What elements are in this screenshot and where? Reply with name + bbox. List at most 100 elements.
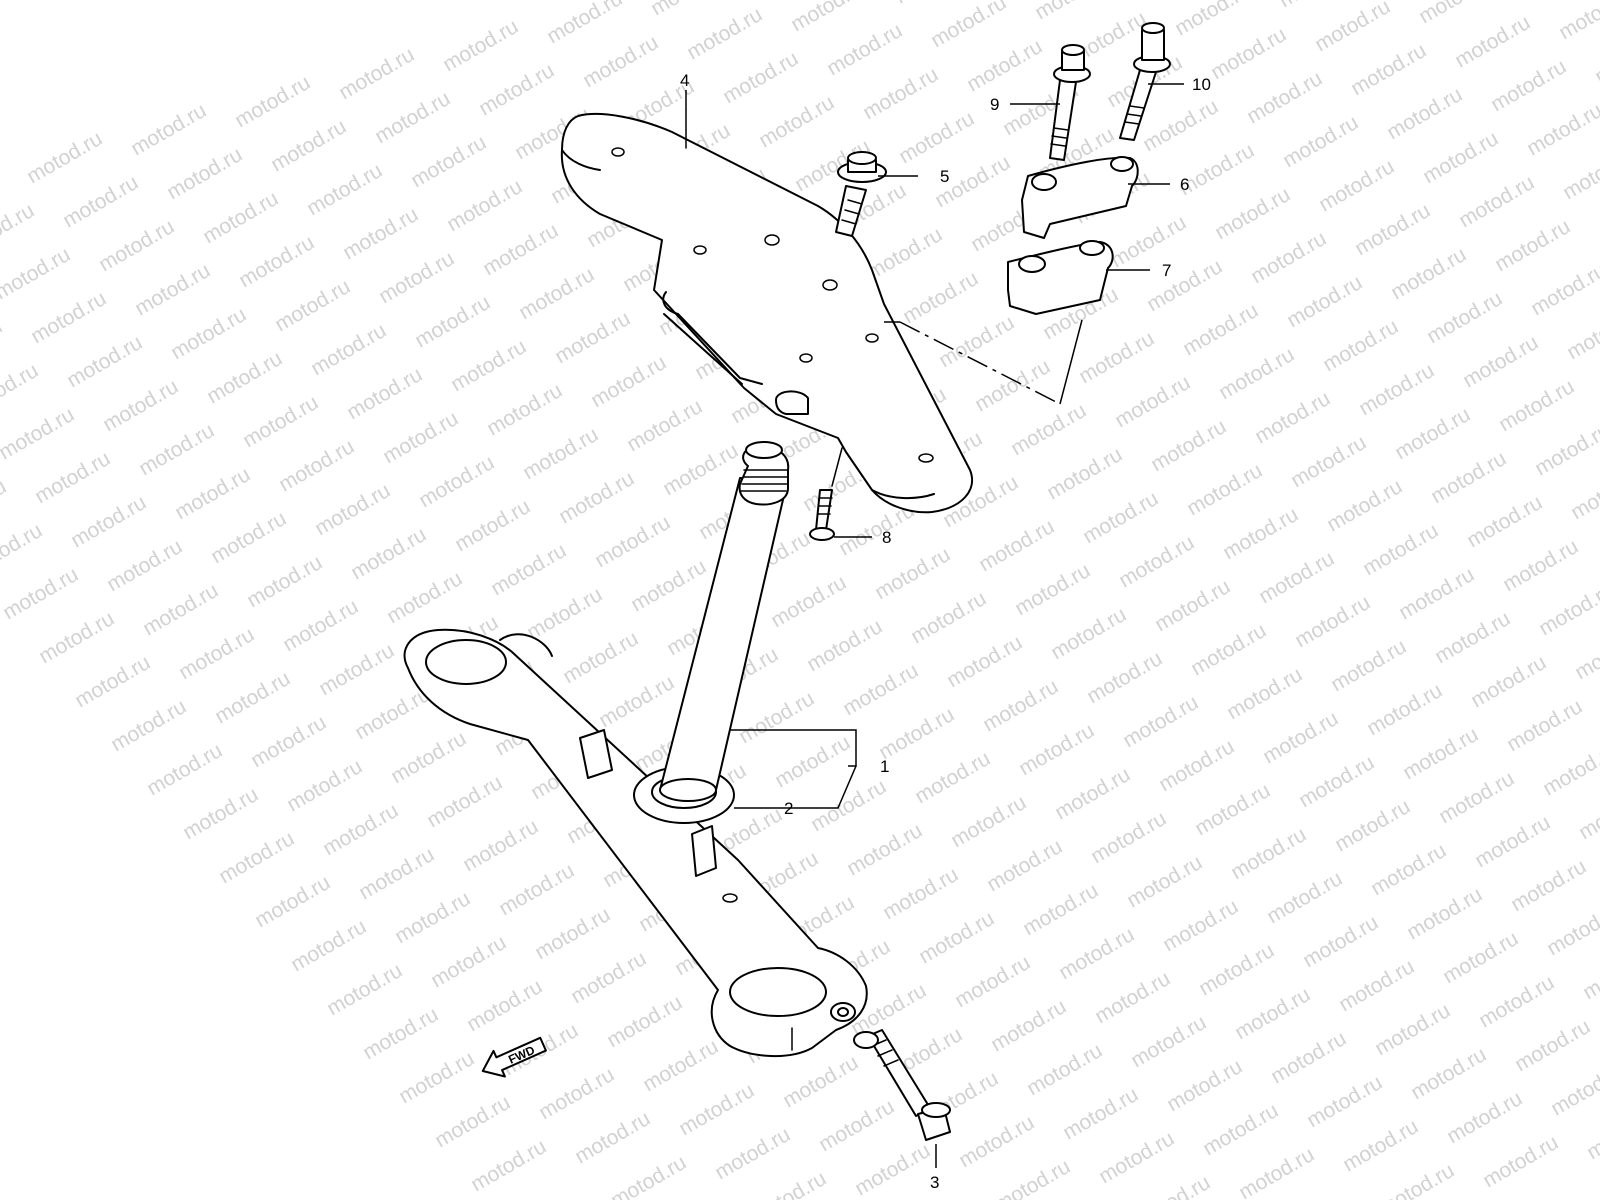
watermark-text: motod.ru: [1439, 927, 1522, 988]
forward-arrow-icon: [481, 1036, 547, 1078]
watermark-text: motod.ru: [1275, 0, 1358, 12]
watermark-text: motod.ru: [1199, 1099, 1282, 1160]
watermark-text: motod.ru: [287, 915, 370, 976]
bolt-10: [1119, 22, 1171, 141]
watermark-text: motod.ru: [747, 1167, 830, 1200]
watermark-text: motod.ru: [1455, 171, 1538, 232]
watermark-text: motod.ru: [0, 199, 38, 260]
watermark-text: motod.ru: [1487, 55, 1570, 116]
watermark-text: motod.ru: [1243, 67, 1326, 128]
watermark-text: motod.ru: [535, 1063, 618, 1124]
watermark-text: motod.ru: [215, 827, 298, 888]
watermark-text: motod.ru: [915, 907, 998, 968]
watermark-text: motod.ru: [407, 131, 490, 192]
watermark-text: motod.ru: [1399, 723, 1482, 784]
watermark-text: motod.ru: [1331, 795, 1414, 856]
watermark-text: motod.ru: [551, 307, 634, 368]
watermark-text: motod.ru: [375, 247, 458, 308]
watermark-text: motod.ru: [1023, 1039, 1106, 1100]
watermark-text: motod.ru: [1591, 27, 1600, 88]
watermark-text: motod.ru: [0, 403, 78, 464]
watermark-text: motod.ru: [1571, 623, 1600, 684]
watermark-text: motod.ru: [1123, 851, 1206, 912]
watermark-text: motod.ru: [1267, 1027, 1350, 1088]
watermark-text: motod.ru: [955, 1111, 1038, 1172]
watermark-text: motod.ru: [1211, 183, 1294, 244]
watermark-text: motod.ru: [1359, 519, 1442, 580]
watermark-text: motod.ru: [359, 1003, 442, 1064]
watermark-text: motod.ru: [947, 791, 1030, 852]
watermark-text: motod.ru: [1151, 575, 1234, 636]
watermark-text: motod.ru: [895, 107, 978, 168]
watermark-text: motod.ru: [1475, 971, 1558, 1032]
watermark-text: motod.ru: [1143, 255, 1226, 316]
watermark-text: motod.ru: [1395, 563, 1478, 624]
watermark-text: motod.ru: [71, 651, 154, 712]
watermark-text: motod.ru: [1535, 579, 1600, 640]
watermark-text: motod.ru: [203, 347, 286, 408]
watermark-text: motod.ru: [1119, 691, 1202, 752]
watermark-text: motod.ru: [431, 1091, 514, 1152]
watermark-text: motod.ru: [487, 539, 570, 600]
watermark-text: motod.ru: [1279, 111, 1362, 172]
watermark-text: motod.ru: [1295, 751, 1378, 812]
watermark-text: motod.ru: [135, 419, 218, 480]
watermark-text: motod.ru: [99, 375, 182, 436]
watermark-text: motod.ru: [803, 615, 886, 676]
watermark-text: motod.ru: [1179, 299, 1262, 360]
callout-7: 7: [1162, 261, 1171, 280]
watermark-text: motod.ru: [1555, 0, 1600, 44]
watermark-text: motod.ru: [1351, 199, 1434, 260]
watermark-text: motod.ru: [1299, 911, 1382, 972]
watermark-text: motod.ru: [871, 543, 954, 604]
watermark-text: motod.ru: [1019, 879, 1102, 940]
watermark-text: motod.ru: [1507, 855, 1590, 916]
watermark-text: motod.ru: [463, 975, 546, 1036]
watermark-text: motod.ru: [839, 659, 922, 720]
watermark-text: motod.ru: [1347, 39, 1430, 100]
watermark-text: motod.ru: [315, 639, 398, 700]
watermark-text: motod.ru: [875, 703, 958, 764]
watermark-text: motod.ru: [143, 739, 226, 800]
screw-8: [809, 447, 843, 541]
watermark-text: motod.ru: [1495, 375, 1578, 436]
watermark-text: motod.ru: [1427, 447, 1510, 508]
watermark-text: motod.ru: [1055, 923, 1138, 984]
watermark-text: motod.ru: [1583, 1103, 1600, 1164]
watermark-text: motod.ru: [0, 475, 10, 536]
watermark-text: motod.ru: [1335, 955, 1418, 1016]
watermark-text: motod.ru: [1231, 983, 1314, 1044]
watermark-text: motod.ru: [1407, 1043, 1490, 1104]
watermark-text: motod.ru: [859, 63, 942, 124]
watermark-text: motod.ru: [27, 287, 110, 348]
watermark-text: motod.ru: [1195, 939, 1278, 1000]
watermark-text: motod.ru: [1015, 719, 1098, 780]
watermark-text: motod.ru: [1139, 95, 1222, 156]
watermark-text: motod.ru: [35, 607, 118, 668]
watermark-text: motod.ru: [387, 727, 470, 788]
watermark-text: motod.ru: [395, 1047, 478, 1108]
watermark-text: motod.ru: [1315, 155, 1398, 216]
watermark-text: motod.ru: [647, 0, 730, 20]
watermark-text: motod.ru: [267, 115, 350, 176]
watermark-text: motod.ru: [719, 47, 802, 108]
watermark-text: motod.ru: [571, 1107, 654, 1168]
watermark-text: motod.ru: [1291, 591, 1374, 652]
assembly-centerline: [899, 321, 1061, 405]
watermark-text: motod.ru: [391, 887, 474, 948]
watermark-text: motod.ru: [1107, 211, 1190, 272]
watermark-text: motod.ru: [659, 439, 742, 500]
watermark-text: motod.ru: [0, 519, 46, 580]
watermark-text: motod.ru: [779, 1051, 862, 1112]
watermark-text: motod.ru: [311, 479, 394, 540]
watermark-text: motod.ru: [371, 87, 454, 148]
watermark-text: motod.ru: [975, 515, 1058, 576]
watermark-text: motod.ru: [911, 747, 994, 808]
watermark-text: motod.ru: [1219, 503, 1302, 564]
watermark-text: motod.ru: [23, 127, 106, 188]
watermark-text: motod.ru: [927, 0, 1010, 52]
watermark-text: motod.ru: [423, 771, 506, 832]
watermark-text: motod.ru: [31, 447, 114, 508]
watermark-text: motod.ru: [347, 523, 430, 584]
